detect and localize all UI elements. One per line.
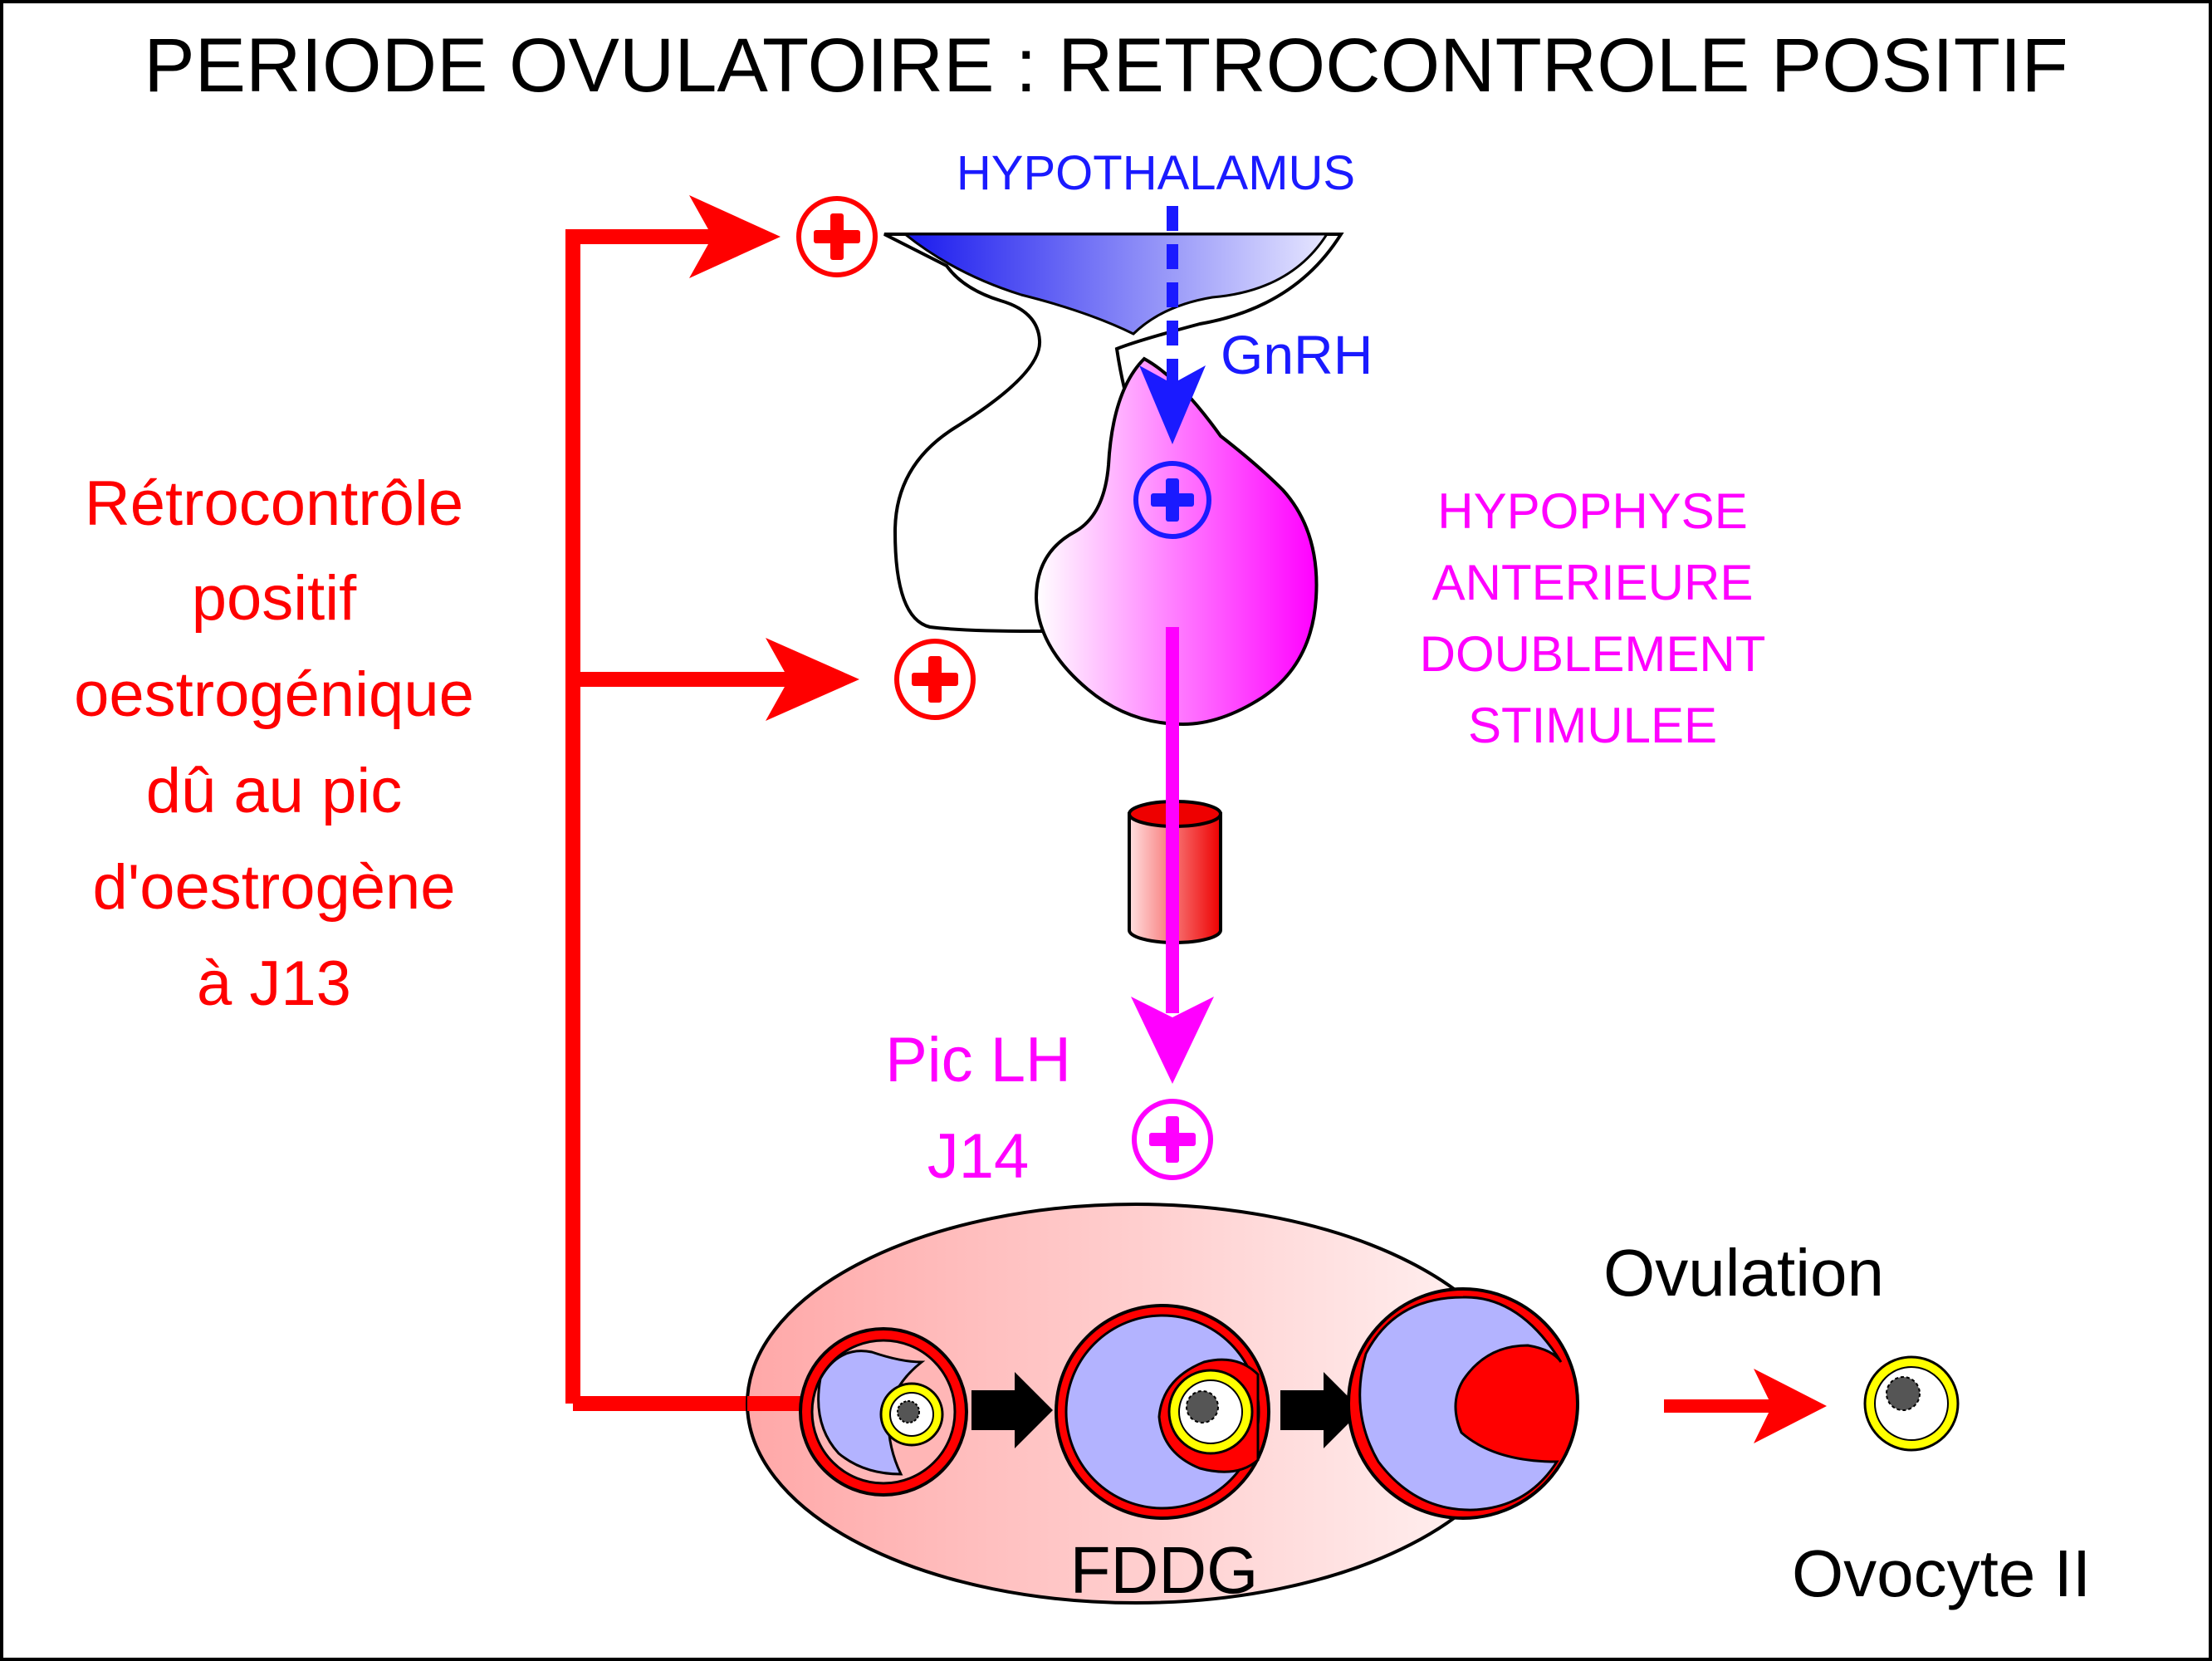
lh-label-line-1: Pic LH (885, 1025, 1071, 1095)
feedback-line-1: Rétrocontrôle (85, 468, 463, 539)
feedback-line-5: d'oestrogène (92, 852, 455, 923)
diagram-title: PERIODE OVULATOIRE : RETROCONTROLE POSIT… (144, 23, 2068, 108)
hypophyse-line-2: ANTERIEURE (1432, 555, 1754, 610)
ovulation-label: Ovulation (1603, 1236, 1884, 1310)
hypophyse-line-4: STIMULEE (1468, 698, 1717, 753)
ovary-label: FDDG (1070, 1533, 1259, 1607)
feedback-line-3: oestrogénique (74, 659, 474, 730)
arrow-follicle-2-to-3 (1280, 1372, 1362, 1448)
lh-arrowhead (1131, 997, 1214, 1084)
anterior-pituitary-shape (1034, 356, 1319, 727)
hypophyse-line-3: DOUBLEMENT (1420, 626, 1766, 682)
ovulation-arrowhead (1754, 1369, 1827, 1443)
feedback-main-line (565, 229, 731, 1404)
plus-icon-hypothalamus (796, 196, 878, 277)
feedback-arrows (565, 195, 859, 1411)
plus-icon-gnrh (1133, 461, 1211, 539)
lh-label-line-2: J14 (927, 1121, 1030, 1192)
oocyte-label: Ovocyte II (1792, 1536, 2091, 1610)
hypothalamus-shape (901, 233, 1329, 336)
oocyte-icon (1863, 1355, 1960, 1452)
plus-icon-lh (1132, 1099, 1213, 1180)
feedback-line-2: positif (192, 563, 357, 634)
follicle-mature (1055, 1304, 1270, 1520)
follicle-rupturing (1347, 1287, 1579, 1520)
hypothalamus-pituitary (883, 233, 1344, 727)
plus-icon-pituitary (894, 639, 976, 720)
follicle-early (799, 1327, 968, 1497)
hypothalamus-label: HYPOTHALAMUS (957, 146, 1355, 200)
arrowhead-to-pituitary (766, 638, 859, 721)
hypophyse-label: HYPOPHYSE ANTERIEURE DOUBLEMENT STIMULEE (1420, 483, 1766, 753)
feedback-line-6: à J13 (197, 948, 351, 1019)
hypophyse-line-1: HYPOPHYSE (1437, 483, 1747, 539)
feedback-label: Rétrocontrôle positif oestrogénique dû a… (74, 468, 474, 1019)
gnrh-arrowhead (1139, 365, 1206, 444)
arrow-follicle-1-to-2 (971, 1372, 1053, 1448)
arrowhead-to-hypothalamus (689, 195, 781, 278)
feedback-line-4: dû au pic (146, 756, 402, 826)
gnrh-label: GnRH (1221, 324, 1373, 385)
